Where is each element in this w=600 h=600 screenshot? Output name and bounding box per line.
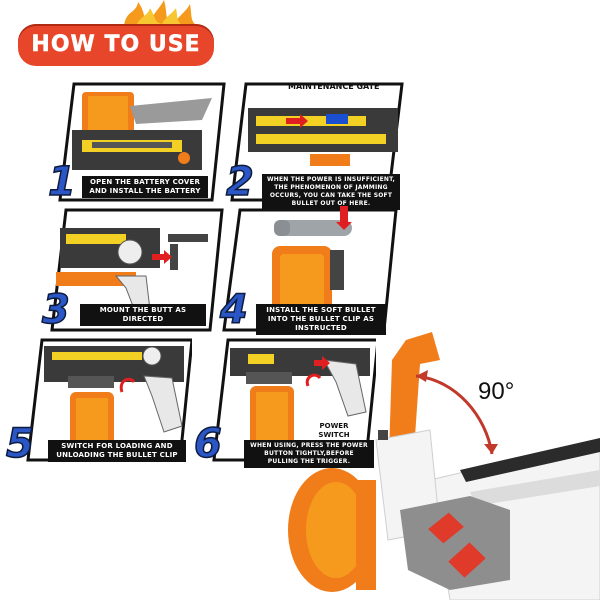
step-caption: WHEN USING, PRESS THE POWER BUTTON TIGHT… <box>244 440 374 468</box>
step-caption: WHEN THE POWER IS INSUFFICIENT, THE PHEN… <box>262 174 400 210</box>
flame-icon <box>124 0 198 26</box>
step-6-panel: POWER SWITCH BUTTON 6 WHEN USING, PRESS … <box>193 336 376 468</box>
step-3-illustration <box>50 208 224 332</box>
step-number: 4 <box>219 287 248 333</box>
step-4-panel: 4 INSTALL THE SOFT BULLET INTO THE BULLE… <box>218 206 398 336</box>
maintenance-gate-label: MAINTENANCE GATE <box>288 82 380 91</box>
step-number: 2 <box>225 159 254 205</box>
step-number: 6 <box>193 421 222 467</box>
how-to-use-banner <box>14 0 224 72</box>
step-caption: INSTALL THE SOFT BULLET INTO THE BULLET … <box>256 304 386 335</box>
step-1-illustration <box>58 82 226 202</box>
folding-stock-illustration <box>288 332 600 600</box>
step-2-panel: MAINTENANCE GATE 2 WHEN THE POWER IS INS… <box>225 78 404 210</box>
step-caption: OPEN THE BATTERY COVER AND INSTALL THE B… <box>82 176 208 198</box>
step-caption: MOUNT THE BUTT AS DIRECTED <box>80 304 206 326</box>
step-5-panel: 5 SWITCH FOR LOADING AND UNLOADING THE B… <box>5 336 192 466</box>
step-3-panel: 3 MOUNT THE BUTT AS DIRECTED <box>41 206 224 336</box>
step-1-panel: 1 OPEN THE BATTERY COVER AND INSTALL THE… <box>47 78 226 206</box>
page-title: HOW TO USE <box>31 32 201 58</box>
step-number: 3 <box>41 287 70 333</box>
banner-background <box>18 24 214 66</box>
step-number: 1 <box>47 159 76 205</box>
step-caption: SWITCH FOR LOADING AND UNLOADING THE BUL… <box>48 440 186 462</box>
rotation-angle-label: 90° <box>478 378 515 405</box>
step-number: 5 <box>5 421 34 467</box>
